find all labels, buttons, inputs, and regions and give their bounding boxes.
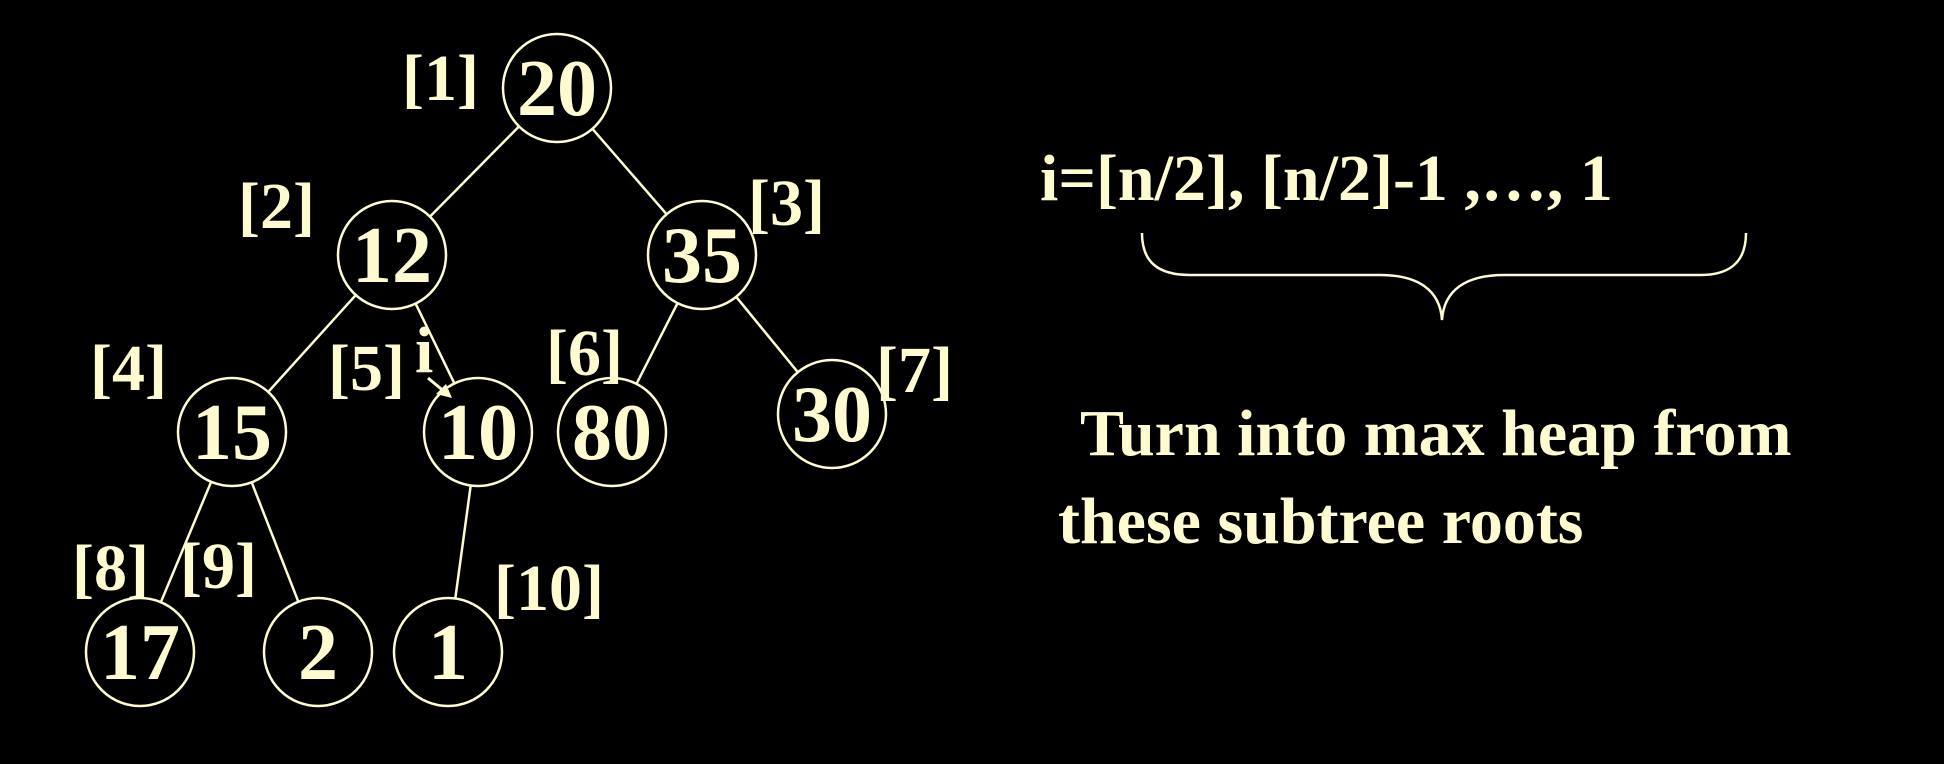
- node-index-label: [1]: [402, 42, 479, 115]
- tree-edge: [429, 125, 520, 218]
- pointer-arrowhead: [436, 384, 452, 398]
- node-index-label: [9]: [180, 530, 257, 603]
- node-circle: [646, 199, 758, 311]
- tree-edge: [454, 485, 472, 599]
- tree-node: 12: [336, 199, 448, 311]
- tree-node: 15: [176, 376, 288, 488]
- formula-text: i=[n/2], [n/2]-1 ,…, 1: [1040, 142, 1613, 215]
- node-index-label: [6]: [546, 317, 623, 390]
- node-value: 1: [428, 609, 468, 697]
- node-circle: [776, 358, 888, 470]
- node-circle: [392, 596, 504, 708]
- node-index-label: [7]: [876, 334, 953, 407]
- node-circle: [556, 376, 668, 488]
- node-value: 20: [517, 45, 597, 133]
- node-circle: [501, 32, 613, 144]
- node-value: 12: [352, 212, 432, 300]
- node-value: 17: [100, 609, 180, 697]
- index-labels: [1] [2] [3] [4] [5] [6] [7] [8] [9] [10]: [72, 42, 953, 625]
- pointer-label: i: [415, 314, 433, 387]
- tree-edge: [635, 302, 679, 385]
- node-value: 10: [438, 389, 518, 477]
- node-index-label: [5]: [328, 332, 405, 405]
- pointer-i: i: [415, 314, 452, 398]
- tree-node: 17: [84, 596, 196, 708]
- node-value: 30: [792, 371, 872, 459]
- caption-line-1: Turn into max heap from: [1080, 397, 1791, 470]
- node-circle: [84, 596, 196, 708]
- tree-node: 35: [646, 199, 758, 311]
- node-value: 35: [662, 212, 742, 300]
- caption-line-2: these subtree roots: [1058, 485, 1584, 558]
- node-value: 15: [192, 389, 272, 477]
- tree-edge: [414, 303, 456, 384]
- tree-edge: [267, 294, 357, 393]
- node-index-label: [3]: [748, 167, 825, 240]
- node-index-label: [2]: [238, 170, 315, 243]
- node-value: 2: [298, 609, 338, 697]
- node-value: 80: [572, 389, 652, 477]
- node-index-label: [10]: [494, 552, 604, 625]
- tree-nodes: 20 12 35 15 10 80 30 17 2 1: [84, 32, 888, 708]
- tree-node: 30: [776, 358, 888, 470]
- tree-edge: [735, 296, 799, 373]
- tree-node: 2: [262, 596, 374, 708]
- node-circle: [262, 596, 374, 708]
- tree-node: 20: [501, 32, 613, 144]
- tree-edges: [159, 125, 799, 603]
- node-circle: [176, 376, 288, 488]
- node-circle: [336, 199, 448, 311]
- tree-node: 10: [422, 376, 534, 488]
- node-circle: [422, 376, 534, 488]
- tree-edge: [159, 481, 213, 603]
- tree-edge: [591, 127, 668, 216]
- node-index-label: [8]: [72, 532, 149, 605]
- tree-edge: [250, 481, 300, 603]
- node-index-label: [4]: [90, 332, 167, 405]
- tree-node: 1: [392, 596, 504, 708]
- curly-brace: [1140, 232, 1748, 321]
- tree-node: 80: [556, 376, 668, 488]
